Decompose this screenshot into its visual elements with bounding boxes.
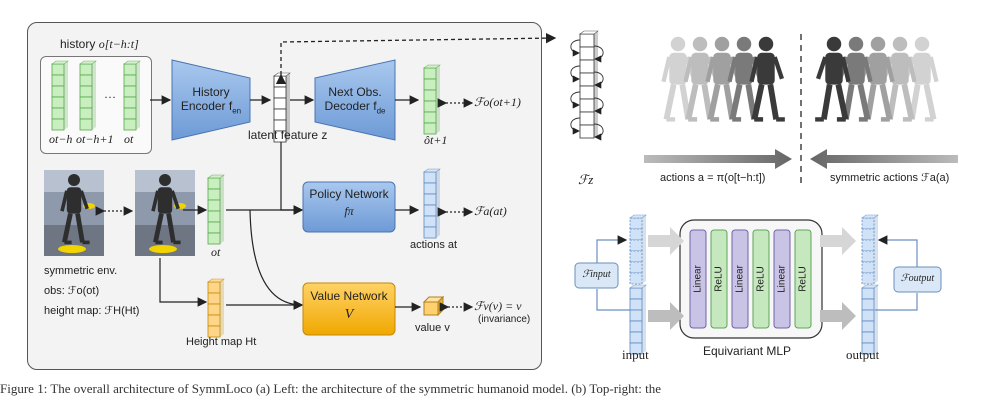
fz-cell: [579, 33, 595, 48]
figure-caption: Figure 1: The overall architecture of Sy…: [0, 381, 662, 396]
output-sym-cell: [861, 272, 875, 285]
output-sym-cell: [861, 239, 875, 252]
fa-actions-label: ℱa(at): [474, 204, 507, 218]
history-col-label-0: ot−h: [49, 132, 73, 146]
linear-layer-label: Linear: [734, 265, 746, 293]
input-cell: [629, 331, 643, 344]
output-sym-column: [861, 214, 879, 285]
input-sym-to-mlp-arrow: [648, 227, 684, 255]
next-obs-decoder-label: Next Obs. Decoder fde: [324, 85, 386, 116]
value-network-label: Value Network V: [310, 289, 388, 322]
f-output-label: ℱoutput: [900, 273, 935, 284]
input-column: [629, 284, 647, 355]
linear-layer-label: Linear: [692, 265, 704, 293]
height-map-sym-label: height map: ℱH(Ht): [44, 305, 140, 317]
fz-cell: [579, 111, 595, 126]
input-sym-cell: [629, 217, 643, 230]
invariance-label: (invariance): [478, 314, 531, 325]
robot-motion-original: [661, 36, 785, 122]
relu-layer-label: ReLU: [797, 266, 809, 292]
output-cell: [861, 298, 875, 311]
height-map-label: Height map Ht: [186, 336, 257, 348]
input-sym-cell: [629, 272, 643, 285]
output-sym-cell: [861, 261, 875, 274]
actions-arrow: [644, 149, 792, 169]
output-sym-cell: [861, 250, 875, 263]
linear-layer-label: Linear: [776, 265, 788, 293]
output-cell: [861, 309, 875, 322]
input-to-mlp-arrow: [648, 302, 684, 330]
fz-label: ℱz: [578, 172, 594, 187]
actions-caption: actions a = π(o[t−h:t]): [660, 172, 766, 184]
ot-label: ot: [211, 245, 221, 259]
output-column: [861, 284, 879, 355]
input-cell: [629, 309, 643, 322]
fz-column: [570, 30, 604, 141]
f-input-connector-lower: [596, 289, 630, 311]
input-label: input: [622, 347, 649, 362]
output-cell: [861, 320, 875, 333]
history-encoder-label: History Encoder fen: [180, 85, 242, 116]
input-sym-cell: [629, 239, 643, 252]
f-input-label: ℱinput: [582, 269, 611, 280]
fz-cell: [579, 46, 595, 61]
input-cell: [629, 320, 643, 333]
f-output-connector-lower: [875, 293, 918, 311]
mlp-to-output-sym-arrow: [820, 227, 856, 255]
fz-cell: [579, 72, 595, 87]
mlp-to-output-arrow: [820, 302, 856, 330]
obs-label: obs: ℱo(ot): [44, 285, 100, 297]
input-cell: [629, 287, 643, 300]
output-sym-cell: [861, 217, 875, 230]
input-sym-column: [629, 214, 647, 285]
output-cell: [861, 331, 875, 344]
symmetric-env-label: symmetric env.: [44, 265, 118, 277]
input-sym-cell: [629, 250, 643, 263]
f-output-connector-upper: [877, 235, 918, 267]
robot-motion-panel: [630, 22, 974, 194]
output-label: output: [846, 347, 880, 362]
relu-layer-label: ReLU: [755, 266, 767, 292]
decoder-output-label: ôt+1: [424, 133, 448, 147]
mlp-title: Equivariant MLP: [703, 344, 792, 358]
actions-label: actions at: [410, 239, 458, 251]
fo-next-label: ℱo(ot+1): [474, 95, 521, 109]
output-sym-cell: [861, 228, 875, 241]
mlp-layers: [689, 229, 812, 329]
history-col-label-1: ot−h+1: [76, 132, 114, 146]
fz-cell: [579, 85, 595, 100]
history-label: history o[t−h:t]: [60, 37, 139, 51]
output-cell: [861, 287, 875, 300]
robot-motion-symmetric: [815, 36, 939, 122]
input-cell: [629, 298, 643, 311]
fz-panel: [553, 22, 619, 194]
policy-network-label: Policy Network fπ: [309, 187, 389, 218]
value-label: value v: [415, 322, 450, 334]
relu-layer-label: ReLU: [713, 266, 725, 292]
fz-cell: [579, 59, 595, 74]
f-input-connector-upper: [596, 235, 628, 263]
fz-cell: [579, 124, 595, 139]
ellipsis: …: [104, 87, 116, 101]
history-col-label-2: ot: [124, 132, 134, 146]
symmetric-actions-arrow: [810, 149, 958, 169]
fz-cell: [579, 98, 595, 113]
history-symbol: o[t−h:t]: [98, 37, 139, 51]
symmetric-actions-caption: symmetric actions ℱa(a): [830, 172, 950, 184]
latent-feature-label: latent feature z: [248, 128, 328, 142]
fv-value-label: ℱv(v) = v: [474, 299, 522, 313]
input-sym-cell: [629, 261, 643, 274]
input-sym-cell: [629, 228, 643, 241]
